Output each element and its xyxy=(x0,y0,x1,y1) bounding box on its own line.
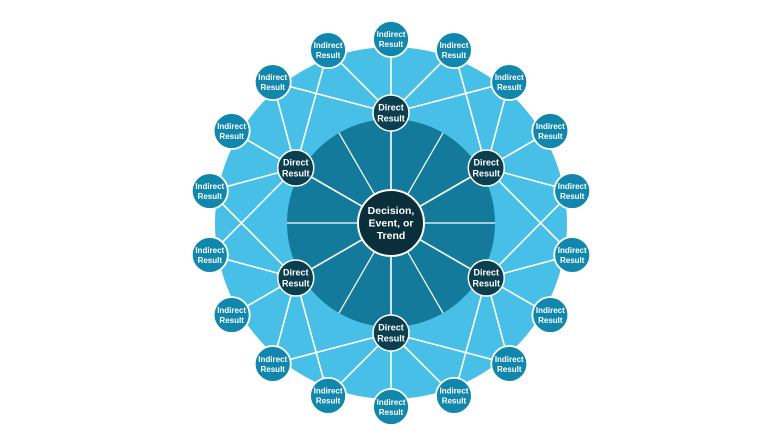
direct-result-circle xyxy=(467,149,506,187)
direct-result-circle xyxy=(276,259,315,297)
indirect-connector-line xyxy=(390,332,510,365)
indirect-result-circle xyxy=(435,377,473,415)
indirect-connector-line xyxy=(453,49,488,169)
indirect-connector-line xyxy=(272,81,392,114)
disc-spoke-line xyxy=(406,132,444,195)
indirect-result-circle xyxy=(531,112,570,150)
disc-spoke-line xyxy=(406,251,444,314)
direct-result-circle xyxy=(276,149,315,187)
indirect-result-circle xyxy=(490,63,529,101)
indirect-connector-line xyxy=(209,167,297,256)
indirect-result-circle xyxy=(212,296,251,334)
disc-spoke-line xyxy=(338,251,376,314)
indirect-result-circle xyxy=(553,236,592,274)
indirect-result-circle xyxy=(309,377,347,415)
indirect-connector-line xyxy=(485,167,573,256)
indirect-result-circle xyxy=(553,172,592,210)
indirect-result-circle xyxy=(309,31,347,69)
indirect-connector-line xyxy=(294,277,329,397)
disc-spoke-line xyxy=(338,132,376,195)
indirect-result-circle xyxy=(435,31,473,69)
indirect-result-circle xyxy=(531,296,570,334)
indirect-result-circle xyxy=(190,172,229,210)
indirect-connector-line xyxy=(272,332,392,365)
indirect-result-circle xyxy=(253,345,292,383)
indirect-connector-line xyxy=(390,81,510,114)
indirect-connector-line xyxy=(453,277,488,397)
indirect-result-circle xyxy=(490,345,529,383)
indirect-result-circle xyxy=(372,388,410,426)
indirect-result-circle xyxy=(253,63,292,101)
indirect-result-circle xyxy=(372,20,410,58)
indirect-result-circle xyxy=(190,236,229,274)
indirect-connector-line xyxy=(209,190,297,279)
direct-result-circle xyxy=(372,314,410,352)
center-circle xyxy=(357,189,425,257)
direct-result-circle xyxy=(372,94,410,132)
indirect-connector-line xyxy=(485,190,573,279)
indirect-connector-line xyxy=(294,49,329,169)
direct-result-circle xyxy=(467,259,506,297)
indirect-result-circle xyxy=(212,112,251,150)
